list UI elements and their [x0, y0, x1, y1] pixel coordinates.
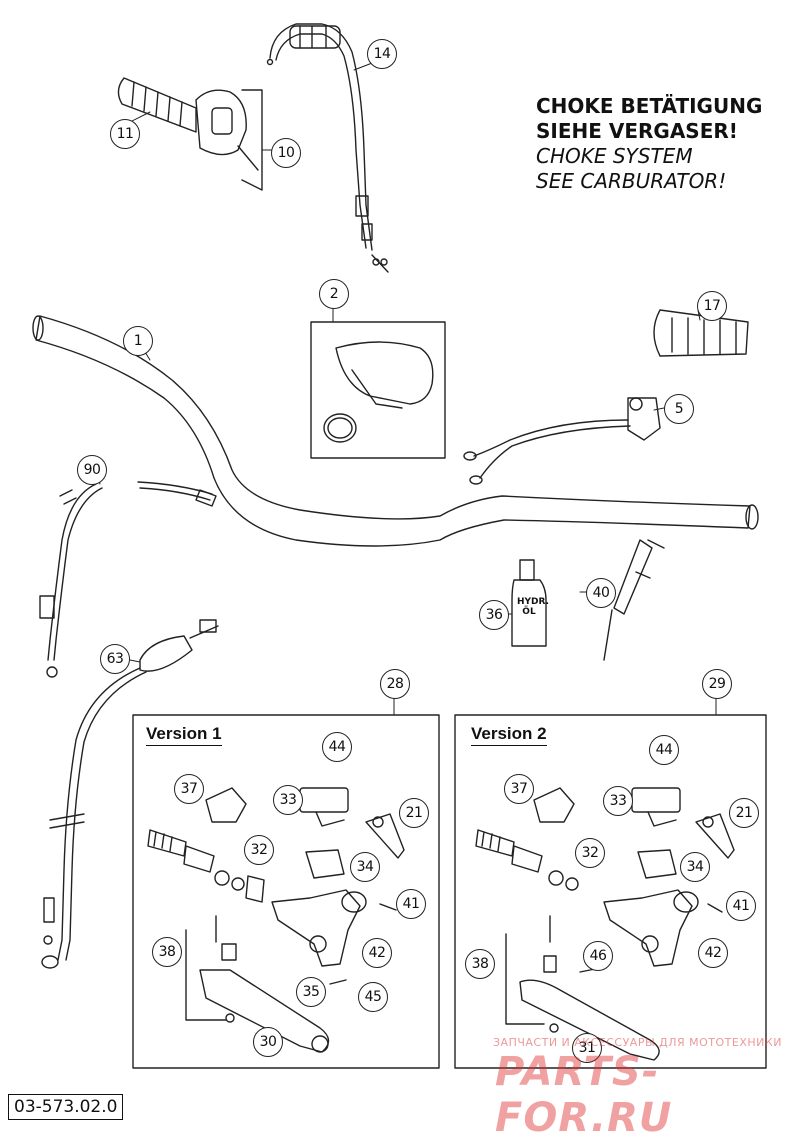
- oil-bottle-drawing: [511, 559, 547, 647]
- version-1-frame: [132, 714, 440, 1069]
- callout-28[interactable]: 28: [380, 669, 410, 699]
- oil-bottle-label: HYDR. ÖL: [517, 597, 550, 617]
- choke-note: CHOKE BETÄTIGUNG SIEHE VERGASER! CHOKE S…: [536, 94, 762, 194]
- callout-v2-33[interactable]: 33: [603, 786, 633, 816]
- callout-63[interactable]: 63: [100, 644, 130, 674]
- choke-note-line-2: SIEHE VERGASER!: [536, 119, 738, 143]
- callout-10[interactable]: 10: [271, 138, 301, 168]
- callout-v2-37[interactable]: 37: [504, 774, 534, 804]
- callout-v1-35[interactable]: 35: [296, 977, 326, 1007]
- watermark-tagline: ЗАПЧАСТИ И АКСЕССУАРЫ ДЛЯ МОТОТЕХНИКИ: [493, 1036, 782, 1049]
- syringe-drawing: [603, 539, 665, 661]
- clutch-cable-drawing: [41, 619, 219, 969]
- callout-11[interactable]: 11: [110, 119, 140, 149]
- callout-1[interactable]: 1: [123, 326, 153, 356]
- callout-v1-41[interactable]: 41: [396, 889, 426, 919]
- callout-v2-46[interactable]: 46: [583, 941, 613, 971]
- callout-v1-38[interactable]: 38: [152, 937, 182, 967]
- callout-v2-31[interactable]: 31: [572, 1033, 602, 1063]
- callout-14[interactable]: 14: [367, 39, 397, 69]
- callout-v1-34[interactable]: 34: [350, 852, 380, 882]
- bar-pad-drawing: [323, 341, 434, 443]
- diagram-part-number: 03-573.02.0: [8, 1094, 124, 1120]
- callout-2[interactable]: 2: [319, 279, 349, 309]
- callout-40[interactable]: 40: [586, 578, 616, 608]
- callout-v1-30[interactable]: 30: [253, 1027, 283, 1057]
- callout-5[interactable]: 5: [664, 394, 694, 424]
- throttle-cable-drawing: [266, 23, 389, 273]
- callout-v2-41[interactable]: 41: [726, 891, 756, 921]
- left-grip-drawing: [653, 309, 749, 357]
- callout-36[interactable]: 36: [479, 600, 509, 630]
- handlebar-drawing: [35, 315, 751, 547]
- choke-note-line-1: CHOKE BETÄTIGUNG: [536, 94, 763, 118]
- callout-v1-21[interactable]: 21: [399, 798, 429, 828]
- version-1-parts-drawing: [147, 787, 405, 1053]
- callout-v1-33[interactable]: 33: [273, 785, 303, 815]
- version-2-parts-drawing: [475, 787, 735, 1061]
- oil-label-line-2: ÖL: [522, 607, 536, 617]
- callout-17[interactable]: 17: [697, 291, 727, 321]
- callout-29[interactable]: 29: [702, 669, 732, 699]
- bar-pad-frame: [310, 321, 446, 459]
- callout-v1-37[interactable]: 37: [174, 774, 204, 804]
- callout-90[interactable]: 90: [77, 455, 107, 485]
- cable-90-drawing: [39, 481, 217, 678]
- kill-switch-drawing: [463, 397, 661, 485]
- choke-note-line-3: CHOKE SYSTEM: [536, 144, 693, 168]
- callout-v2-21[interactable]: 21: [729, 798, 759, 828]
- choke-note-line-4: SEE CARBURATOR!: [536, 169, 727, 193]
- version-2-title: Version 2: [471, 724, 547, 746]
- callout-v2-42[interactable]: 42: [698, 938, 728, 968]
- callout-v1-45[interactable]: 45: [358, 982, 388, 1012]
- callout-v1-32[interactable]: 32: [244, 835, 274, 865]
- callout-v1-44[interactable]: 44: [322, 732, 352, 762]
- callout-v2-34[interactable]: 34: [680, 852, 710, 882]
- callout-v1-42[interactable]: 42: [362, 938, 392, 968]
- callout-v2-44[interactable]: 44: [649, 735, 679, 765]
- callout-v2-32[interactable]: 32: [575, 838, 605, 868]
- watermark-logo: PARTS-FOR.RU: [495, 1049, 673, 1141]
- oil-label-line-1: HYDR.: [517, 597, 550, 607]
- version-2-frame: [454, 714, 767, 1069]
- throttle-grip-drawing: [117, 77, 263, 191]
- callout-v2-38[interactable]: 38: [465, 949, 495, 979]
- version-1-title: Version 1: [146, 724, 222, 746]
